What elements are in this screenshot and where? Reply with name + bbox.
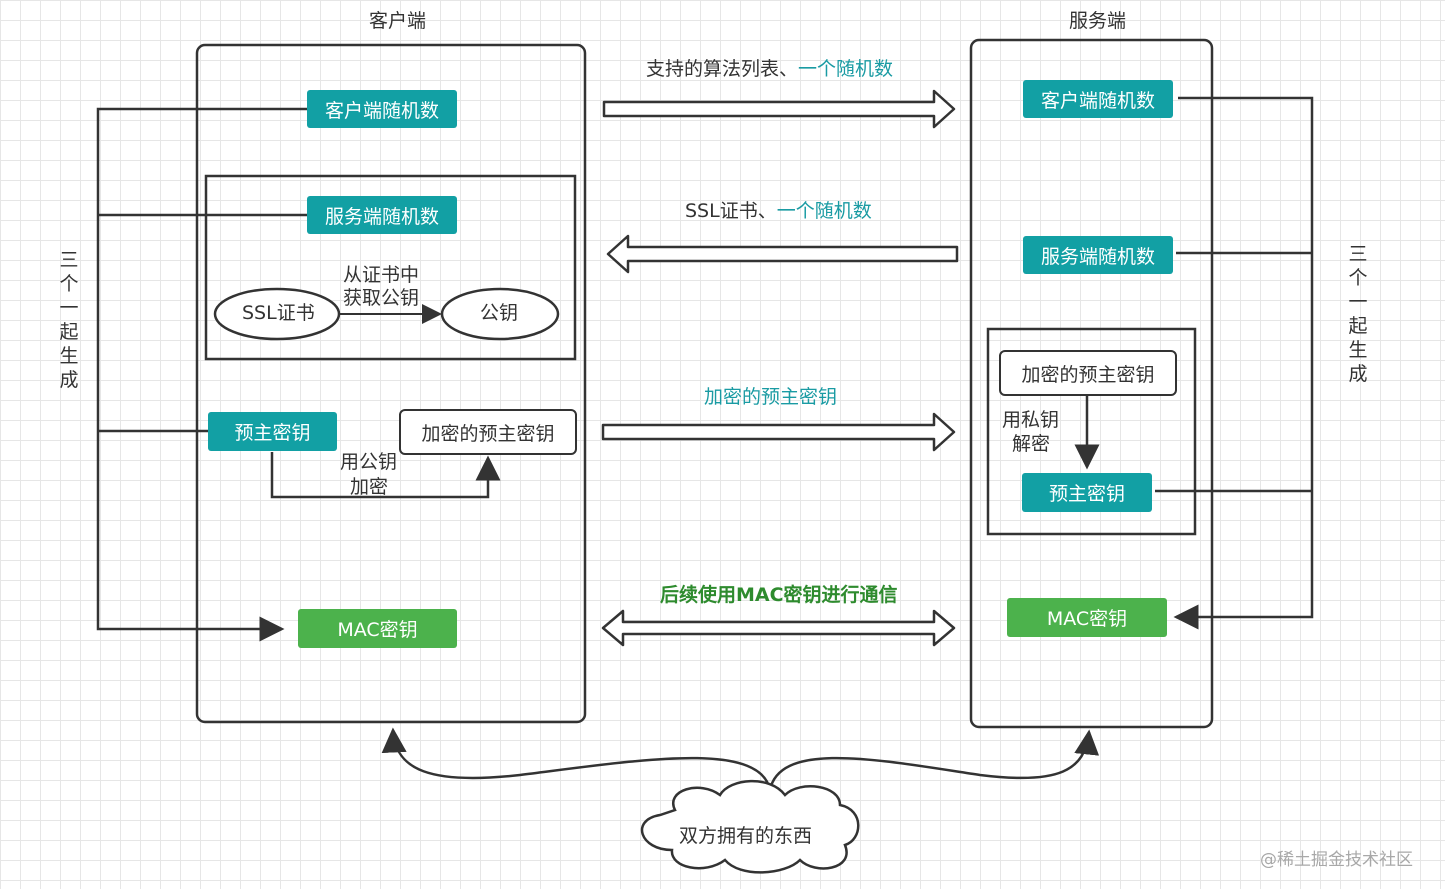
server-side-note: 三 个 一 起 生 成	[1347, 242, 1369, 386]
client-side-note-char: 三	[59, 249, 79, 271]
client-mac-key-box: MAC密钥	[298, 609, 457, 648]
server-side-note-char: 个	[1348, 267, 1368, 289]
client-container	[195, 43, 587, 724]
msg3-arrow	[601, 412, 956, 452]
msg2-accent: 一个随机数	[776, 200, 872, 222]
msg3-label: 加密的预主密钥	[704, 386, 838, 408]
msg1-plain: 支持的算法列表、	[646, 58, 799, 80]
public-key-label: 公钥	[480, 302, 519, 324]
cloud-link-right	[768, 729, 1100, 791]
server-side-note-char: 三	[1348, 243, 1368, 265]
msg4-label: 后续使用MAC密钥进行通信	[660, 584, 898, 606]
server-side-note-char: 起	[1348, 315, 1368, 337]
client-pre-master-box: 预主密钥	[208, 412, 337, 451]
msg1-arrow	[602, 89, 956, 129]
server-side-note-char: 成	[1348, 363, 1368, 385]
server-random-box: 服务端随机数	[1023, 236, 1173, 274]
msg2-arrow	[606, 234, 959, 274]
encrypt-label-1: 用公钥	[340, 451, 398, 473]
client-server-random-box: 服务端随机数	[307, 196, 457, 234]
client-side-note-char: 一	[59, 297, 79, 319]
encrypt-label-2: 加密	[350, 476, 389, 498]
server-mac-key-box: MAC密钥	[1007, 598, 1167, 637]
server-encrypted-pre-master-box: 加密的预主密钥	[999, 350, 1177, 396]
server-side-note-char: 生	[1348, 339, 1368, 361]
server-pre-master-box: 预主密钥	[1022, 473, 1152, 512]
server-title: 服务端	[1069, 10, 1127, 32]
client-cert-group	[204, 174, 577, 361]
extract-label-1: 从证书中	[343, 264, 420, 286]
cloud-shape	[640, 779, 860, 874]
ssl-cert-label: SSL证书	[242, 302, 315, 324]
msg4-arrow	[601, 609, 956, 647]
client-encrypted-pre-master-box: 加密的预主密钥	[399, 409, 577, 455]
watermark: @稀土掘金技术社区	[1260, 850, 1413, 870]
ssl-cert-node	[213, 287, 341, 341]
client-side-note: 三 个 一 起 生 成	[58, 248, 80, 392]
server-bracket-line	[1173, 96, 1314, 630]
client-random-box: 客户端随机数	[307, 90, 457, 128]
public-key-node	[440, 287, 560, 341]
server-container	[969, 38, 1214, 729]
decrypt-label-2: 解密	[1012, 433, 1051, 455]
client-side-note-char: 成	[59, 369, 79, 391]
msg2-plain: SSL证书、	[685, 200, 777, 222]
decrypt-label-1: 用私钥	[1002, 409, 1060, 431]
client-side-note-char: 起	[59, 321, 79, 343]
msg2-label: SSL证书、一个随机数	[685, 200, 872, 223]
msg1-label: 支持的算法列表、一个随机数	[646, 58, 893, 81]
extract-label-2: 获取公钥	[343, 287, 420, 309]
client-side-note-char: 生	[59, 345, 79, 367]
msg1-accent: 一个随机数	[798, 58, 894, 80]
server-decrypt-group	[986, 327, 1197, 536]
client-bracket-line	[96, 107, 307, 642]
client-title: 客户端	[369, 10, 427, 32]
client-side-note-char: 个	[59, 273, 79, 295]
server-side-note-char: 一	[1348, 291, 1368, 313]
cloud-label: 双方拥有的东西	[679, 825, 813, 847]
server-client-random-box: 客户端随机数	[1023, 80, 1173, 118]
encrypt-arrow	[270, 452, 501, 499]
cloud-link-left	[381, 727, 772, 791]
